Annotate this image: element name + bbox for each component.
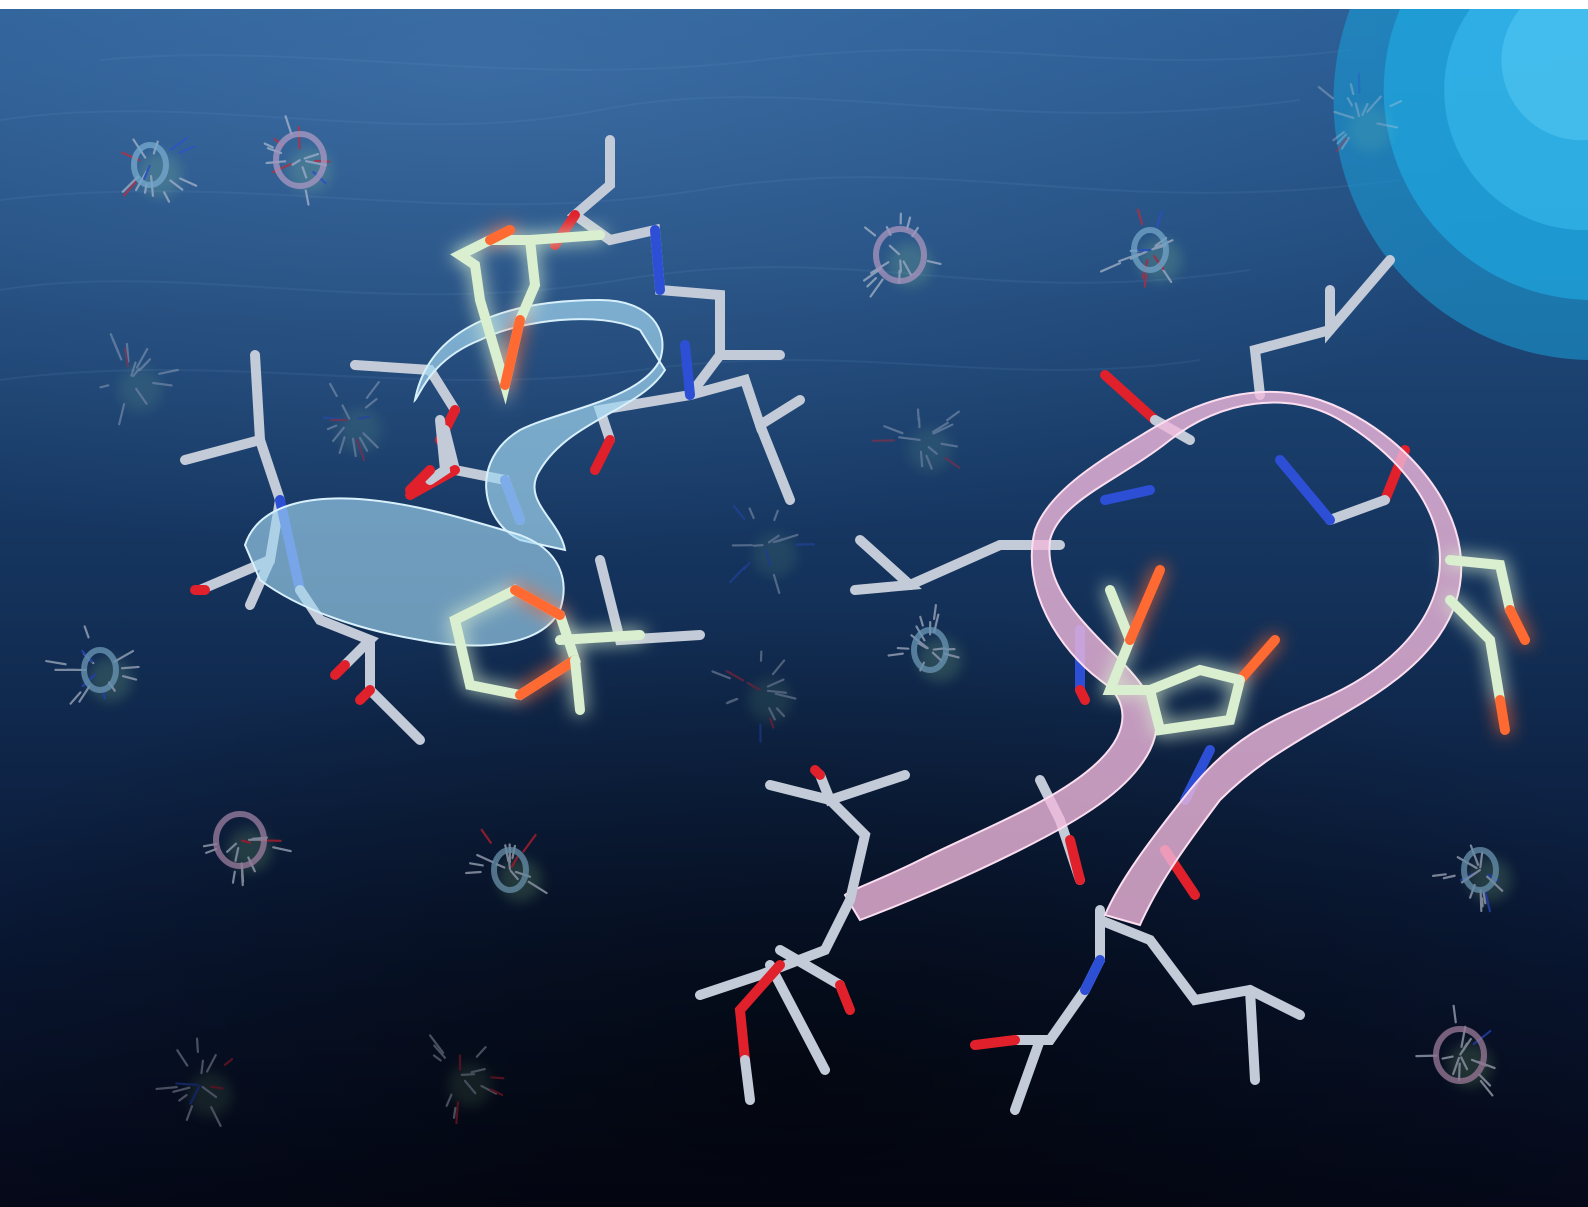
background-molecule-helix bbox=[121, 136, 198, 203]
loop-front-sticks bbox=[695, 765, 910, 1105]
background-molecule-stick bbox=[322, 381, 382, 462]
background-molecule-helix bbox=[1431, 844, 1512, 913]
background-molecule-helix bbox=[465, 828, 548, 902]
background-molecule-helix bbox=[45, 625, 140, 705]
concentric-arc-icon bbox=[1333, 9, 1588, 360]
water-ripples bbox=[0, 49, 1401, 381]
helix-molecule bbox=[180, 135, 805, 745]
background-molecule-loop bbox=[1415, 1004, 1496, 1097]
background-molecule-helix bbox=[1099, 208, 1182, 288]
background-molecules bbox=[45, 72, 1512, 1127]
background-molecule-loop bbox=[202, 811, 292, 887]
top-strip bbox=[0, 0, 1588, 9]
glow-ring-top bbox=[450, 225, 605, 405]
glow-ring-bottom bbox=[449, 584, 645, 715]
background-molecule-stick bbox=[871, 408, 961, 472]
background-molecule-loop bbox=[263, 115, 332, 206]
glow-sidechain-right bbox=[1445, 555, 1530, 735]
background-molecule-stick bbox=[711, 650, 797, 743]
helix-front-sticks bbox=[405, 415, 451, 495]
background-molecule-stick bbox=[1317, 72, 1403, 153]
background-molecule-stick bbox=[155, 1037, 234, 1127]
glow-sidechain-center bbox=[1102, 565, 1280, 736]
background-molecule-stick bbox=[428, 1034, 505, 1125]
loop-molecule bbox=[695, 255, 1530, 1115]
loop-ribbon-icon bbox=[843, 390, 1463, 927]
background-molecule-helix bbox=[887, 603, 962, 682]
background-molecule-stick bbox=[99, 333, 179, 426]
background-shadow bbox=[0, 400, 1588, 1207]
helix-sticks bbox=[180, 135, 805, 745]
background-molecule-stick bbox=[729, 504, 815, 595]
background-molecule-loop bbox=[863, 212, 942, 298]
